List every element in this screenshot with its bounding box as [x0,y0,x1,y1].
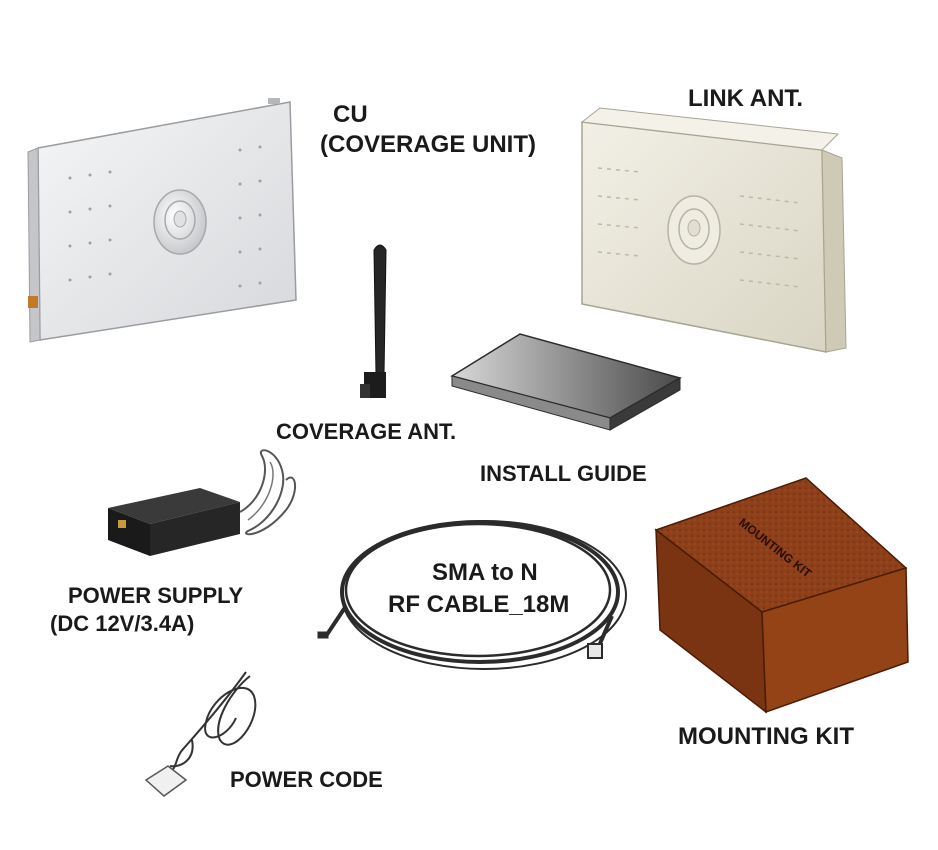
mounting-kit-box: MOUNTING KIT [656,478,908,712]
coverage-antenna [360,245,386,398]
rf-cable-label: SMA to N [432,560,538,585]
mounting-kit-label: MOUNTING KIT [678,724,854,749]
install-guide-label: INSTALL GUIDE [480,462,647,485]
power-supply-label: POWER SUPPLY [68,584,243,607]
coverage-ant-label: COVERAGE ANT. [276,420,456,443]
plug-icon [146,766,186,796]
install-guide-booklet [452,334,680,430]
power-supply-adapter [108,450,295,556]
coverage-unit-device [28,98,296,342]
link-ant-label: LINK ANT. [688,86,803,111]
cu-sublabel: (COVERAGE UNIT) [320,132,536,157]
sma-connector-icon [28,296,38,308]
link-antenna-device [582,108,846,352]
power-supply-spec: (DC 12V/3.4A) [50,612,194,635]
power-code-label: POWER CODE [230,768,383,791]
rf-cable-sublabel: RF CABLE_18M [388,592,569,617]
cu-label: CU [333,102,368,127]
